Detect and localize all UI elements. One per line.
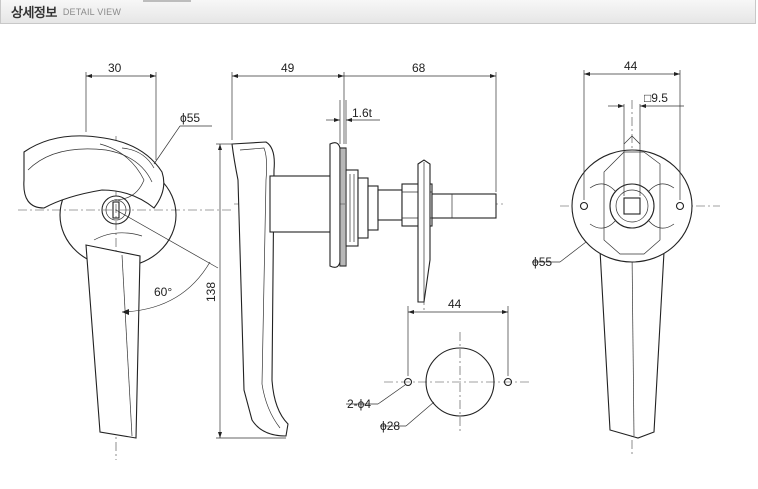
angle-label: 60°	[154, 285, 172, 299]
side-length-label: 49	[281, 61, 295, 75]
front-diameter-label: ϕ55	[180, 111, 200, 125]
cutout-detail: 44 2-ϕ4 ϕ28	[346, 297, 532, 433]
side-height-label: 138	[204, 282, 218, 302]
front-width-label: 30	[108, 61, 122, 75]
cutout-diameter-label: ϕ28	[380, 419, 400, 433]
front-view: 30 ϕ55 60°	[18, 61, 234, 460]
rear-width-label: 44	[624, 59, 638, 73]
cutout-holes-label: 2-ϕ4	[347, 397, 371, 411]
cutout-span-label: 44	[448, 297, 462, 311]
side-shaft-label: 68	[412, 61, 426, 75]
side-view: 49 68 1.6t 138	[204, 61, 504, 439]
rear-diameter-label: ϕ55	[532, 255, 552, 269]
section-title: 상세정보	[11, 6, 57, 21]
rear-square-label: □9.5	[644, 91, 668, 105]
section-header: 상세정보 DETAIL VIEW	[0, 0, 756, 24]
rear-view: 44 □9.5 ϕ55	[532, 59, 720, 454]
tab-marker	[143, 0, 191, 2]
side-thickness-label: 1.6t	[352, 106, 373, 120]
section-subtitle: DETAIL VIEW	[62, 6, 122, 17]
technical-drawing: 30 ϕ55 60°	[18, 59, 720, 460]
